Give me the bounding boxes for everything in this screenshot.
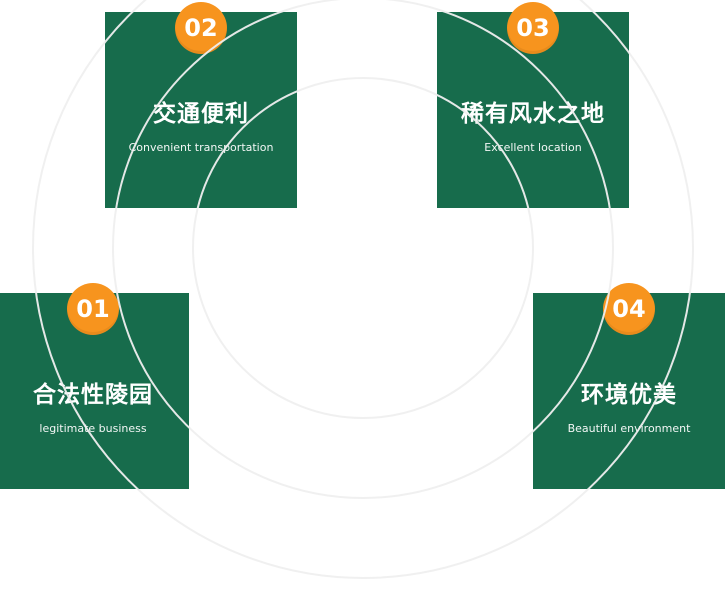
badge-number: 01	[76, 295, 110, 323]
feature-card-fengshui-location: 03 稀有风水之地 Excellent location	[437, 2, 629, 208]
feature-subtitle: Beautiful environment	[567, 422, 691, 435]
badge-number: 03	[516, 14, 550, 42]
feature-card-environment: 04 环境优美 Beautiful environment	[533, 283, 725, 489]
feature-title: 交通便利	[153, 101, 249, 127]
badge-number: 02	[184, 14, 218, 42]
number-badge: 01	[67, 283, 119, 335]
feature-card-transportation: 02 交通便利 Convenient transportation	[105, 2, 297, 208]
feature-subtitle: Excellent location	[484, 141, 582, 154]
number-badge: 03	[507, 2, 559, 54]
number-badge: 04	[603, 283, 655, 335]
feature-card-legal-cemetery: 01 合法性陵园 legitimate business	[0, 283, 189, 489]
feature-subtitle: Convenient transportation	[128, 141, 274, 154]
feature-title: 稀有风水之地	[461, 101, 605, 127]
feature-subtitle: legitimate business	[39, 422, 147, 435]
badge-number: 04	[612, 295, 646, 323]
number-badge: 02	[175, 2, 227, 54]
feature-title: 环境优美	[581, 382, 677, 408]
feature-title: 合法性陵园	[33, 382, 153, 408]
